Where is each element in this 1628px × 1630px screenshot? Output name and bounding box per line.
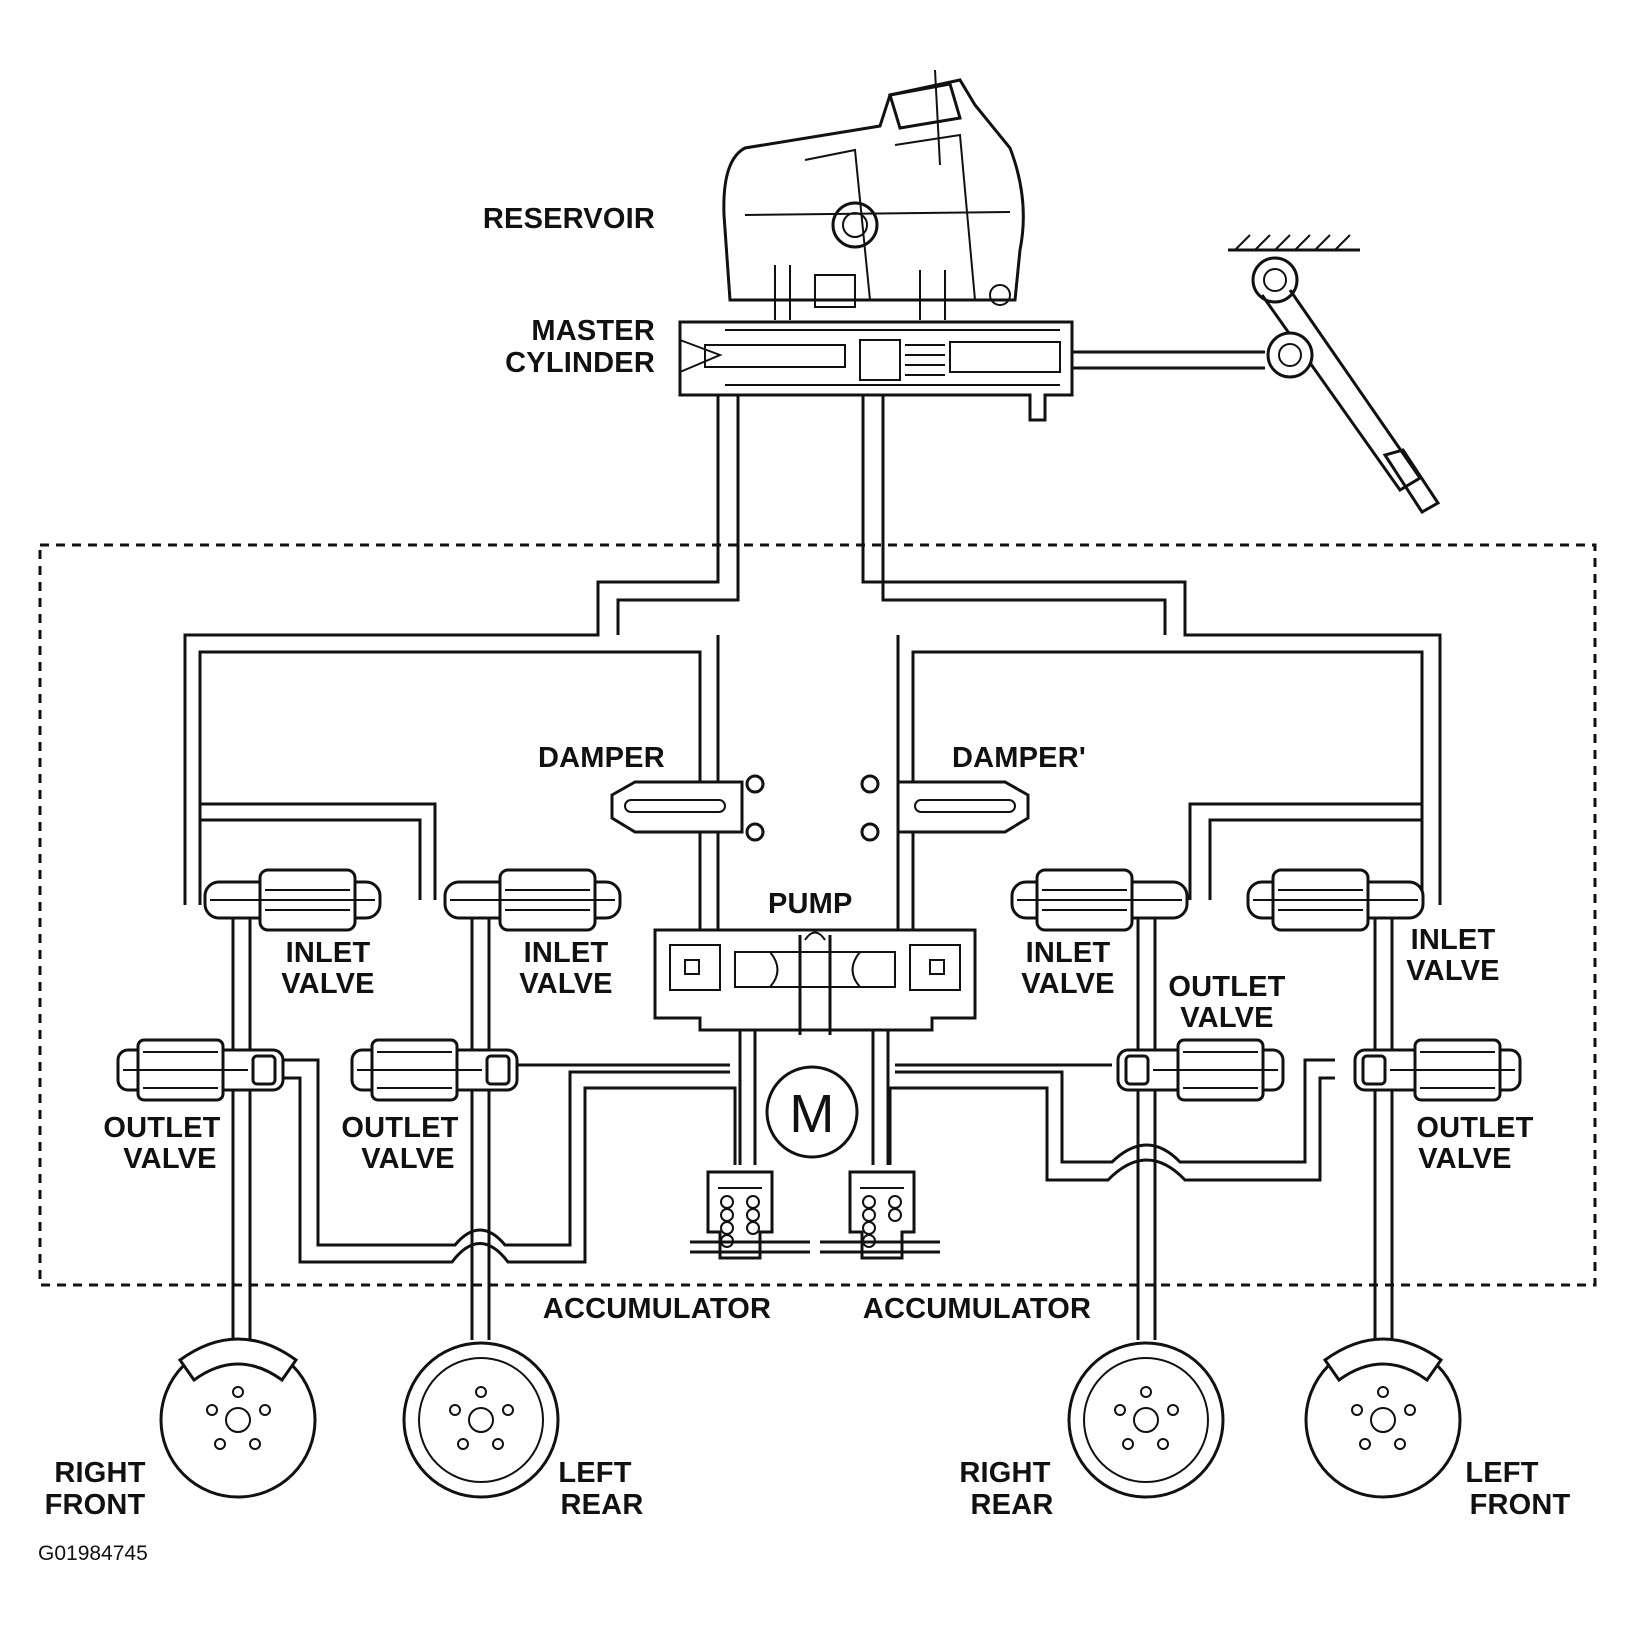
pump <box>653 928 977 1035</box>
wheel-left-front <box>1304 1337 1462 1499</box>
accumulator-left <box>690 1170 810 1260</box>
inlet-valve-right-front <box>203 868 382 932</box>
damper-left-label: DAMPER <box>538 742 665 774</box>
inlet-valve-left-front <box>1246 868 1425 932</box>
accumulator-left-label: ACCUMULATOR <box>543 1293 771 1325</box>
accumulator-right <box>820 1170 940 1260</box>
outlet-valve-1-label-line2: VALVE <box>123 1143 216 1175</box>
wheel-right-front-label-line2: FRONT <box>45 1489 146 1521</box>
inlet-valve-1-label-line2: VALVE <box>281 968 374 1000</box>
outlet-valve-2-label-line1: OUTLET <box>341 1112 458 1144</box>
reservoir-label: RESERVOIR <box>483 203 655 235</box>
motor-label: M <box>789 1084 834 1144</box>
outlet-valve-left-rear <box>350 1038 519 1102</box>
master-cylinder-label-line1: MASTER <box>531 315 655 347</box>
damper-right <box>860 774 1030 842</box>
hydraulic-control-unit-boundary <box>38 543 1597 1287</box>
accumulator-right-label: ACCUMULATOR <box>863 1293 1091 1325</box>
master-cylinder <box>678 320 1074 422</box>
figure-code: G01984745 <box>38 1542 148 1565</box>
pump-label: PUMP <box>768 888 853 920</box>
wheel-left-front-label-line2: FRONT <box>1470 1489 1571 1521</box>
wheel-right-front-label-line1: RIGHT <box>54 1457 145 1489</box>
inlet-valve-left-rear <box>443 868 622 932</box>
outlet-valve-3-label-line1: OUTLET <box>1168 971 1285 1003</box>
inlet-valve-4-label-line1: INLET <box>1411 924 1496 956</box>
inlet-valve-2-label-line1: INLET <box>524 937 609 969</box>
wheel-right-rear <box>1067 1341 1225 1499</box>
wheel-left-rear-label-line2: REAR <box>561 1489 644 1521</box>
inlet-valve-4-label-line2: VALVE <box>1406 955 1499 987</box>
damper-left <box>610 774 765 842</box>
inlet-valve-2-label-line2: VALVE <box>519 968 612 1000</box>
wheel-left-rear <box>402 1341 560 1499</box>
damper-right-label: DAMPER' <box>952 742 1086 774</box>
brake-lines <box>183 395 1442 1340</box>
wheel-right-rear-label-line1: RIGHT <box>959 1457 1050 1489</box>
outlet-valve-4-label-line2: VALVE <box>1418 1143 1511 1175</box>
master-cylinder-label-line2: CYLINDER <box>505 347 655 379</box>
pump-motor: M <box>765 1065 859 1159</box>
wheel-right-rear-label-line2: REAR <box>971 1489 1054 1521</box>
outlet-valve-3-label-line2: VALVE <box>1180 1002 1273 1034</box>
inlet-valve-3-label-line1: INLET <box>1026 937 1111 969</box>
wheel-right-front <box>159 1337 317 1499</box>
outlet-valve-right-rear <box>1116 1038 1285 1102</box>
outlet-valve-left-front <box>1353 1038 1522 1102</box>
outlet-valve-4-label-line1: OUTLET <box>1416 1112 1533 1144</box>
inlet-valve-1-label-line1: INLET <box>286 937 371 969</box>
brake-pedal <box>1072 234 1441 514</box>
outlet-valve-2-label-line2: VALVE <box>361 1143 454 1175</box>
outlet-valve-right-front <box>116 1038 285 1102</box>
wheel-left-front-label-line1: LEFT <box>1465 1457 1538 1489</box>
outlet-valve-1-label-line1: OUTLET <box>103 1112 220 1144</box>
inlet-valve-right-rear <box>1010 868 1189 932</box>
inlet-valve-3-label-line2: VALVE <box>1021 968 1114 1000</box>
wheel-left-rear-label-line1: LEFT <box>558 1457 631 1489</box>
reservoir <box>722 69 1025 320</box>
